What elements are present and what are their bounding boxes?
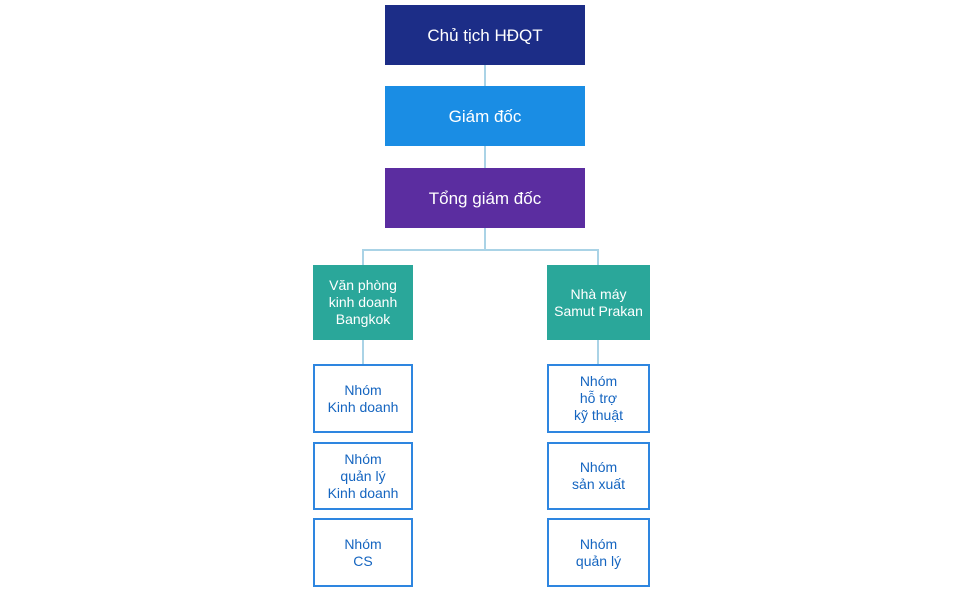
management-team-box: Nhóm quản lý [547, 518, 650, 587]
bangkok-sales-office-box: Văn phòng kinh doanh Bangkok [313, 265, 413, 340]
director-box: Giám đốc [385, 86, 585, 146]
sales-management-team-box: Nhóm quản lý Kinh doanh [313, 442, 413, 510]
production-team-box: Nhóm sản xuất [547, 442, 650, 510]
connector-line-drop-samut-prakan [597, 249, 599, 265]
connector-line-branch-horizontal [362, 249, 599, 251]
technical-support-team-box: Nhóm hỗ trợ kỹ thuật [547, 364, 650, 433]
chairman-box: Chủ tịch HĐQT [385, 5, 585, 65]
connector-line-general-director-stem [484, 228, 486, 250]
connector-line-drop-bangkok [362, 249, 364, 265]
connector-line-samut-prakan-teams [597, 340, 599, 364]
connector-line-director-general-director [484, 146, 486, 168]
connector-line-bangkok-teams [362, 340, 364, 364]
general-director-box: Tổng giám đốc [385, 168, 585, 228]
connector-line-chairman-director [484, 65, 486, 86]
sales-team-box: Nhóm Kinh doanh [313, 364, 413, 433]
cs-team-box: Nhóm CS [313, 518, 413, 587]
samut-prakan-factory-box: Nhà máy Samut Prakan [547, 265, 650, 340]
